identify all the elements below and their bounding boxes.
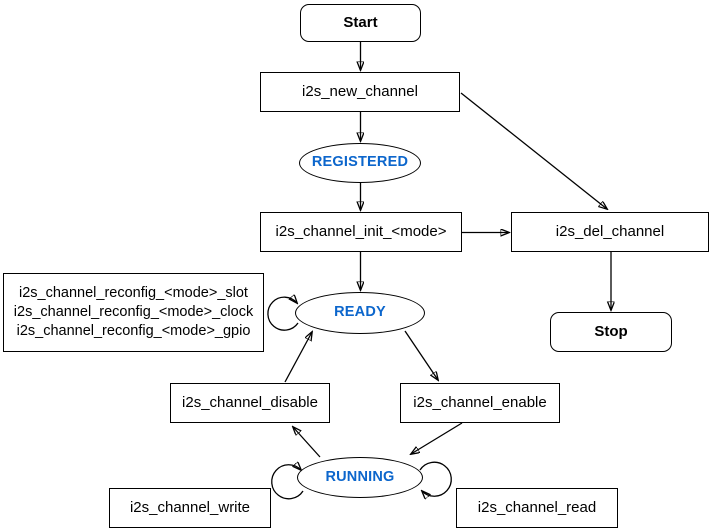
node-reconfig-functions: i2s_channel_reconfig_<mode>_slot i2s_cha…	[3, 273, 264, 352]
node-i2s-channel-enable: i2s_channel_enable	[400, 383, 560, 423]
node-i2s-channel-write-label: i2s_channel_write	[129, 499, 251, 516]
reconfig-gpio-label: i2s_channel_reconfig_<mode>_gpio	[16, 323, 251, 339]
state-ready: READY	[295, 292, 425, 334]
node-i2s-channel-init-label: i2s_channel_init_<mode>	[275, 223, 447, 240]
node-i2s-channel-disable-label: i2s_channel_disable	[182, 394, 318, 411]
node-i2s-channel-write: i2s_channel_write	[109, 488, 271, 528]
node-i2s-channel-init: i2s_channel_init_<mode>	[260, 212, 462, 252]
node-stop: Stop	[550, 312, 672, 352]
node-i2s-channel-disable: i2s_channel_disable	[170, 383, 330, 423]
state-running-label: RUNNING	[325, 468, 395, 485]
edge-ready-self-loop	[267, 297, 299, 331]
state-registered-label: REGISTERED	[311, 154, 409, 171]
node-i2s-del-channel-label: i2s_del_channel	[555, 223, 665, 240]
node-i2s-del-channel: i2s_del_channel	[511, 212, 709, 252]
state-ready-label: READY	[334, 304, 386, 321]
edge-new-channel-to-del-channel	[460, 92, 607, 209]
node-i2s-new-channel-label: i2s_new_channel	[302, 83, 418, 100]
edge-running-self-loop-right	[419, 461, 452, 496]
node-i2s-channel-enable-label: i2s_channel_enable	[413, 394, 547, 411]
edge-ready-to-enable	[404, 330, 438, 380]
node-i2s-channel-read-label: i2s_channel_read	[477, 499, 597, 516]
reconfig-slot-label: i2s_channel_reconfig_<mode>_slot	[19, 285, 248, 301]
node-start: Start	[300, 4, 421, 42]
edge-enable-to-running	[411, 422, 463, 454]
state-registered: REGISTERED	[299, 143, 421, 183]
node-stop-label: Stop	[594, 323, 628, 340]
edge-running-self-loop-left	[271, 465, 304, 500]
node-i2s-new-channel: i2s_new_channel	[260, 72, 460, 112]
reconfig-clock-label: i2s_channel_reconfig_<mode>_clock	[13, 304, 254, 320]
edge-disable-to-ready	[284, 332, 312, 383]
node-start-label: Start	[343, 14, 378, 31]
state-running: RUNNING	[297, 457, 423, 498]
edge-running-to-disable	[293, 427, 321, 458]
node-i2s-channel-read: i2s_channel_read	[456, 488, 618, 528]
